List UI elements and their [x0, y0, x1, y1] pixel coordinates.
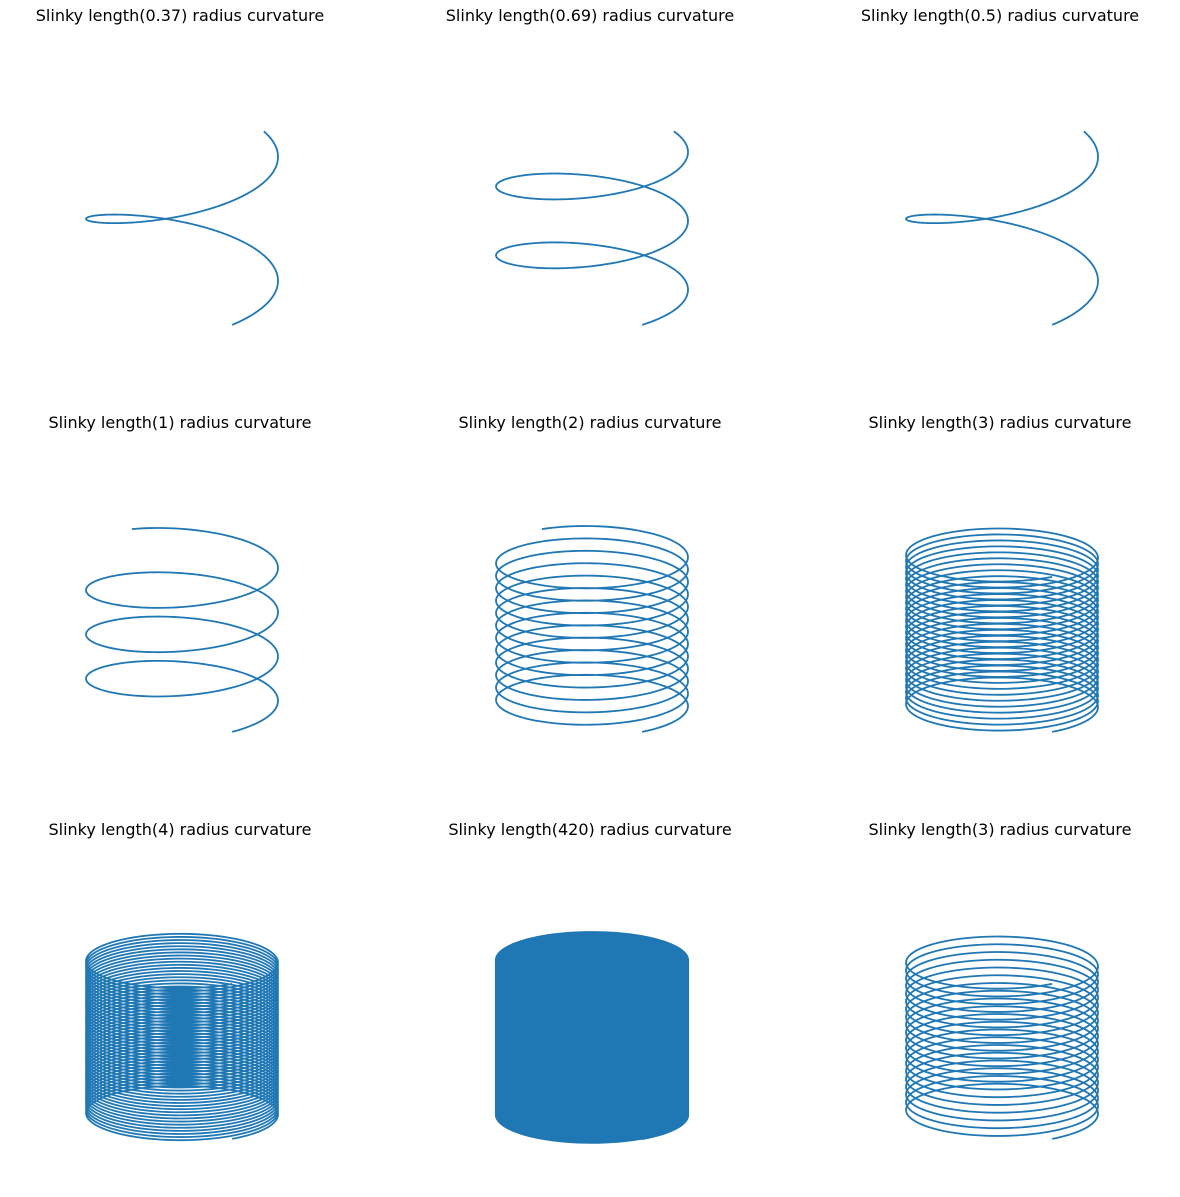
helix-plot — [905, 935, 1099, 1140]
helix-plot — [905, 130, 1099, 326]
helix-plot — [905, 527, 1099, 733]
subplot-title: Slinky length(3) radius curvature — [868, 413, 1132, 432]
helix-line — [495, 525, 689, 733]
subplot-title: Slinky length(0.69) radius curvature — [445, 6, 735, 25]
helix-line — [85, 932, 279, 1142]
subplot-2: Slinky length(0.69) radius curvature — [410, 0, 770, 380]
subplot-title: Slinky length(4) radius curvature — [48, 820, 312, 839]
helix-line — [495, 130, 689, 326]
helix-line — [85, 130, 279, 326]
helix-line — [905, 130, 1099, 326]
subplot-title: Slinky length(2) radius curvature — [458, 413, 722, 432]
subplot-title: Slinky length(420) radius curvature — [448, 820, 732, 839]
helix-line — [494, 931, 690, 1144]
helix-line — [85, 527, 279, 733]
helix-plot — [495, 130, 689, 326]
subplot-9: Slinky length(3) radius curvature — [820, 814, 1180, 1194]
subplot-3: Slinky length(0.5) radius curvature — [820, 0, 1180, 380]
subplot-5: Slinky length(2) radius curvature — [410, 407, 770, 787]
subplot-6: Slinky length(3) radius curvature — [820, 407, 1180, 787]
helix-line — [905, 527, 1099, 733]
helix-plot — [85, 527, 279, 733]
subplot-8: Slinky length(420) radius curvature — [410, 814, 770, 1194]
helix-plot — [494, 931, 690, 1144]
subplot-4: Slinky length(1) radius curvature — [0, 407, 360, 787]
subplot-7: Slinky length(4) radius curvature — [0, 814, 360, 1194]
subplot-title: Slinky length(1) radius curvature — [48, 413, 312, 432]
subplot-title: Slinky length(0.5) radius curvature — [860, 6, 1140, 25]
subplot-title: Slinky length(0.37) radius curvature — [35, 6, 325, 25]
subplot-1: Slinky length(0.37) radius curvature — [0, 0, 360, 380]
helix-line — [905, 935, 1099, 1140]
helix-plot — [495, 525, 689, 733]
helix-plot — [85, 130, 279, 326]
helix-plot — [85, 932, 279, 1142]
subplot-title: Slinky length(3) radius curvature — [868, 820, 1132, 839]
